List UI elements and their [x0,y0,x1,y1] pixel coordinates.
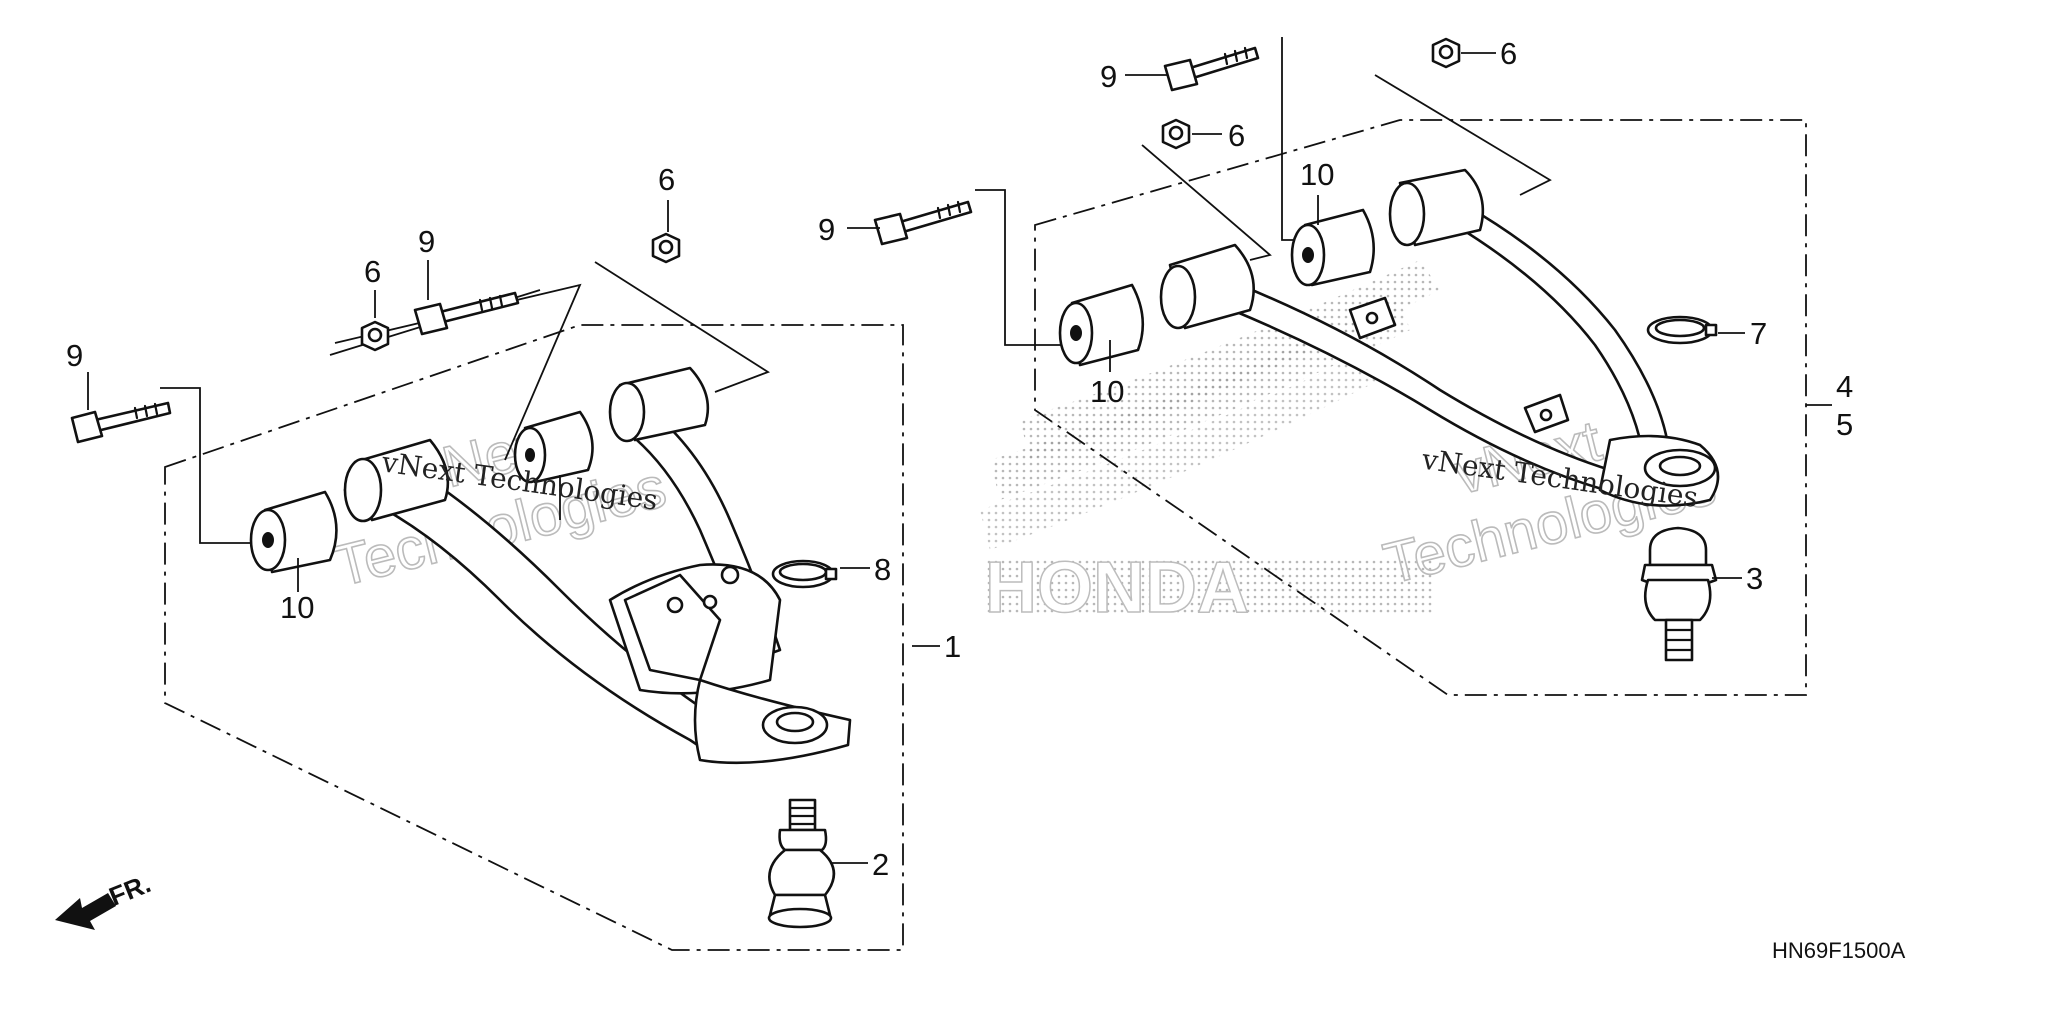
callout-lower-arm-assy: 1 [944,629,961,664]
lower-arm-group [70,232,904,951]
callout-upper-ball-joint: 3 [1746,561,1763,596]
callout-upper-bolt-front: 9 [818,212,835,247]
honda-logo-text: HONDA [985,548,1249,628]
upper-nut-rear [1431,37,1461,69]
callout-lower-bushing-front: 10 [280,590,314,625]
upper-bolt-front [873,200,973,246]
upper-pivot-tube-front [1159,243,1255,330]
callout-lower-bolt-front: 9 [66,338,83,373]
callout-upper-bushing-rear: 10 [1300,157,1334,192]
callout-lower-ball-joint: 2 [872,847,889,882]
upper-bolt-rear [1163,46,1260,92]
upper-bushing-front [1058,283,1145,367]
callout-upper-circlip: 7 [1750,316,1767,351]
callout-lower-nut-front: 6 [364,254,381,289]
callout-lower-bolt-rear: 9 [418,224,435,259]
callout-lower-nut-rear: 6 [658,162,675,197]
front-direction-indicator: FR. [55,868,155,930]
upper-arm-group-outline [1034,119,1807,696]
callout-upper-arm-assy-4: 4 [1836,369,1853,404]
honda-logo-watermark: HONDA [980,260,1440,629]
callout-upper-nut-front: 6 [1228,118,1245,153]
upper-ball-joint [1640,526,1718,662]
lower-bolt-rear [413,291,520,336]
lower-arm-group-outline [164,324,904,951]
lower-bolt-front [70,401,172,444]
callout-lower-circlip: 8 [874,552,891,587]
callout-upper-nut-rear: 6 [1500,36,1517,71]
upper-circlip [1646,315,1718,345]
diagram-code: HN69F1500A [1772,938,1906,963]
lower-nut-rear [651,232,681,264]
lower-circlip [771,559,838,589]
lower-control-arm [343,408,852,765]
upper-arm-group [873,37,1807,696]
callouts: 9 10 6 9 6 8 2 1 9 9 6 6 10 10 7 3 4 5 [66,36,1853,882]
lower-ball-joint [767,798,836,929]
upper-pivot-tube-rear [1388,168,1485,247]
front-arrow-icon [55,893,116,930]
callout-upper-bolt-rear: 9 [1100,59,1117,94]
upper-nut-front [1161,118,1191,150]
callout-leaders [87,52,1832,864]
lower-pivot-tube-front [343,438,450,523]
callout-upper-arm-assy-5: 5 [1836,407,1853,442]
upper-bushing-rear [1290,208,1375,287]
lower-nut-front [360,320,390,352]
callout-upper-bushing-front: 10 [1090,374,1124,409]
lower-bushing-rear [513,410,594,484]
lower-bushing-front [249,490,338,574]
lower-pivot-tube-rear [608,366,710,443]
